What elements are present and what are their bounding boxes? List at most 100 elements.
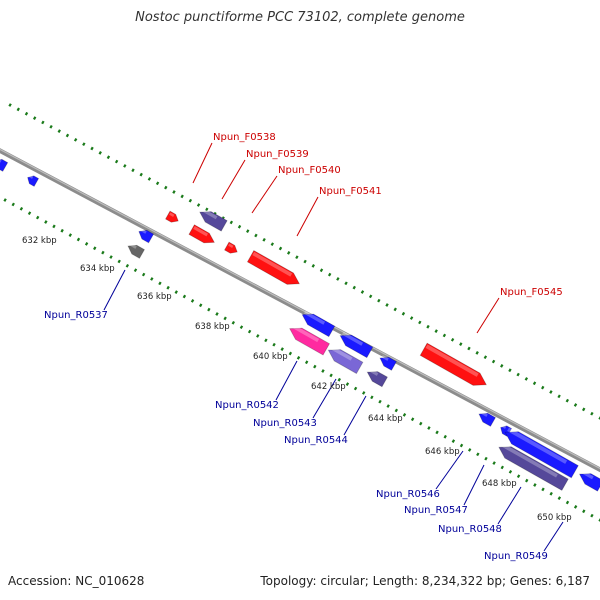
guide-dot [362,391,366,395]
guide-dot [41,120,45,125]
guide-dot [418,320,422,325]
guide-dot [525,478,529,483]
gene-reverse-13 [498,442,569,491]
guide-dot [60,228,64,233]
reverse-gene-label: Npun_R0542 [215,400,279,411]
guide-dot [459,342,463,346]
guide-dot [573,403,578,407]
guide-dot [345,382,350,387]
guide-dot [3,198,7,202]
tick-label: 632 kbp [22,236,57,246]
guide-dot [500,465,504,470]
gene-reverse-11-shine [502,424,507,429]
guide-dot [598,416,600,420]
forward-leader [192,142,213,184]
guide-dot [182,294,187,299]
guide-dot [368,294,373,299]
gene-reverse-10-shine [480,411,488,417]
gene-reverse-7-shine [330,345,353,361]
gene-forward-6-shine [425,344,479,377]
forward-leader [476,297,500,334]
forward-gene-label: Npun_F0541 [319,186,382,197]
guide-dot [319,268,324,273]
guide-dot [239,325,244,330]
gene-forward-4 [224,241,238,254]
guide-dot [114,159,119,164]
gene-reverse-6 [289,324,331,356]
guide-dot [582,509,586,514]
gene-reverse-4 [301,310,336,338]
gene-reverse-1-shine [29,174,34,179]
guide-dot [321,369,325,373]
guide-dot [166,285,170,290]
tick-label: 650 kbp [537,513,572,523]
label-leaders [103,142,564,552]
forward-gene-label: Npun_F0538 [213,132,276,143]
reverse-gene-label: Npun_R0547 [404,505,468,516]
guide-dot [296,356,301,360]
guide-dot [231,320,236,325]
gene-reverse-0 [0,158,9,172]
gene-forward-2-shine [201,208,218,220]
guide-dot [101,250,105,255]
guide-dot [180,194,184,199]
guide-dot [65,133,70,138]
guide-dot [19,206,24,211]
guide-dot [565,398,570,403]
guide-dot [44,220,48,224]
gene-reverse-9-shape [366,371,388,388]
guide-dot [393,307,397,312]
gene-reverse-4-shine [303,310,326,325]
gene-reverse-14-shine [581,470,594,480]
gene-forward-2-shape [199,211,228,232]
guide-dot [199,303,203,308]
gene-forward-4-shine [228,243,234,248]
guide-dot [402,412,407,417]
gene-reverse-5-shape [339,334,374,359]
guide-dot [565,500,570,505]
gene-forward-1-shape [165,210,179,223]
guide-dot [188,198,193,203]
guide-dot [288,351,293,356]
tick-label: 648 kbp [482,479,517,489]
tick-label: 638 kbp [195,322,230,332]
guide-dot [590,411,594,416]
guide-dot [450,337,455,342]
guide-dot [90,146,94,151]
guide-dot [394,408,399,413]
reverse-gene-label: Npun_R0543 [253,418,317,429]
guide-dot [11,202,15,207]
gene-forward-3 [188,224,215,244]
guide-dot [541,385,545,390]
guide-dot [419,421,423,426]
gene-reverse-5-shine [341,331,364,346]
gene-reverse-4-shape [301,313,336,338]
gene-reverse-3 [127,243,145,259]
guide-dot [360,290,365,294]
guide-dot [344,281,348,286]
guide-dot [133,268,138,273]
guide-dot [353,386,358,391]
guide-dot [385,303,389,307]
guide-dot [467,448,472,452]
backbone-line [0,148,600,473]
guide-dot [190,299,195,303]
gene-reverse-9-shine [368,368,379,376]
gene-forward-5 [246,249,301,285]
guide-dot [73,137,78,142]
gene-forward-6 [419,342,487,386]
guide-dot [549,491,553,496]
tick-label: 642 kbp [311,382,346,392]
gene-reverse-14 [578,470,600,492]
gene-forward-5-shape [246,249,301,285]
guide-dot [109,255,113,259]
outer-dotted-guide [8,103,600,420]
guide-dot [131,168,135,173]
guide-dot [147,177,152,181]
gene-reverse-10 [478,411,496,427]
guide-dot [590,513,594,518]
gene-reverse-12-shape [504,431,579,479]
guide-dot [98,151,102,155]
guide-dot [329,373,333,378]
